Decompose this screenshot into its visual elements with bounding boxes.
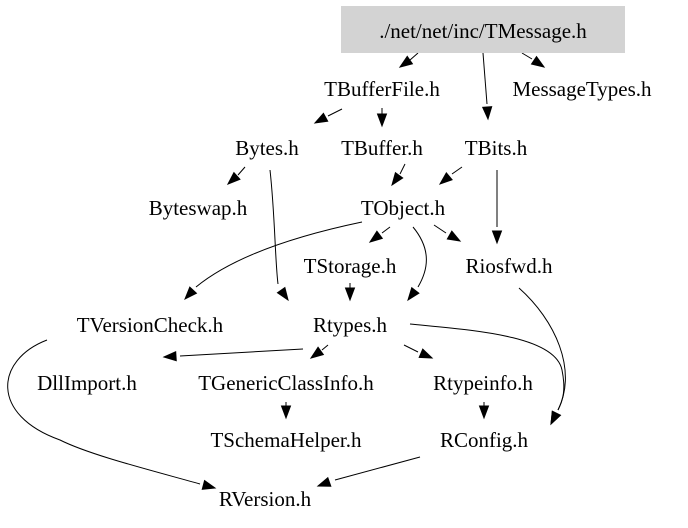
edge-line [269,169,279,285]
node-messagetypes[interactable]: MessageTypes.h [512,77,652,101]
edge-tversioncheck-to-rversion [7,339,217,490]
edge-arrowhead [446,230,462,242]
edge-arrowhead [201,479,217,490]
edge-line [409,323,565,411]
node-bytes[interactable]: Bytes.h [235,136,299,160]
edge-arrowhead [491,230,503,245]
edge-tbits-to-riosfwd [491,170,503,245]
node-byteswap[interactable]: Byteswap.h [149,196,248,220]
node-rconfig[interactable]: RConfig.h [440,428,529,452]
edge-arrowhead [184,286,198,301]
edge-line [381,226,391,234]
edge-rtypeinfo-to-rconfig [478,402,490,420]
edges-layer [7,52,566,490]
edge-tobject-to-tversioncheck [184,221,363,301]
edge-arrowhead [309,346,325,359]
edge-tmessage-to-tbufferfile [398,52,419,68]
edge-arrowhead [226,171,241,185]
edge-line [451,166,463,175]
edge-rtypes-to-rtypeinfo [403,344,434,359]
edge-line [237,166,246,176]
edge-line [7,339,201,485]
edge-line [179,348,304,357]
edge-line [195,221,363,288]
edge-rtypes-to-tgenericclassinfo [309,344,329,359]
edge-arrowhead [162,351,177,362]
edge-arrowhead [376,113,388,128]
edge-line [433,224,447,234]
edge-line [521,52,533,60]
node-tversioncheck[interactable]: TVersionCheck.h [77,313,224,337]
node-riosfwd[interactable]: Riosfwd.h [466,254,553,278]
edge-arrowhead [276,286,289,302]
node-tschemahelper[interactable]: TSchemaHelper.h [210,428,362,452]
edge-arrowhead [398,55,414,68]
edge-tobject-to-riosfwd [433,224,462,242]
edge-tgenericclassinfo-to-tschemahelper [280,402,292,420]
edge-arrowhead [344,287,356,302]
edge-tbuffer-to-tobject [391,163,406,187]
edge-bytes-to-rtypes [269,169,289,302]
node-tbits[interactable]: TBits.h [465,136,528,160]
edge-arrowhead [368,230,384,243]
edge-tbits-to-tobject [438,166,463,185]
edge-tmessage-to-tbits [481,52,493,121]
edge-arrowhead [530,55,546,68]
edge-line [412,226,427,288]
edge-line [321,344,329,351]
edge-bytes-to-byteswap [226,166,246,185]
edge-arrowhead [438,171,453,185]
edge-rtypes-to-dllimport [162,348,304,362]
node-tobject[interactable]: TObject.h [361,196,446,220]
edge-line [327,108,343,117]
node-tmessage[interactable]: ./net/net/inc/TMessage.h [379,19,587,43]
node-tstorage[interactable]: TStorage.h [304,254,397,278]
edge-riosfwd-to-rconfig [518,287,566,426]
edge-tbufferfile-to-tbuffer [376,108,388,128]
edge-arrowhead [391,171,404,187]
edge-tobject-to-rtypes [407,226,427,302]
root-node-box [341,6,625,53]
edge-tobject-to-tstorage [368,226,391,243]
edge-rconfig-to-rversion [316,456,421,487]
node-rtypes[interactable]: Rtypes.h [313,313,388,337]
edge-tmessage-to-messagetypes [521,52,546,68]
node-tbufferfile[interactable]: TBufferFile.h [324,77,440,101]
edge-line [482,52,488,105]
node-tbuffer[interactable]: TBuffer.h [341,136,423,160]
edge-line [399,163,406,175]
edge-tbufferfile-to-bytes [313,108,343,124]
edge-arrowhead [316,476,332,487]
edge-arrowhead [481,106,493,121]
node-rtypeinfo[interactable]: Rtypeinfo.h [433,371,533,395]
edge-line [334,456,421,481]
edge-arrowhead [550,410,562,426]
edge-line [409,52,419,61]
nodes-layer: ./net/net/inc/TMessage.h TBufferFile.h M… [37,6,652,511]
node-rversion[interactable]: RVersion.h [219,487,312,511]
node-dllimport[interactable]: DllImport.h [37,371,137,395]
edge-tstorage-to-rtypes [344,283,356,302]
edge-arrowhead [280,405,292,420]
edge-arrowhead [407,286,420,302]
edge-arrowhead [478,405,490,420]
edge-rtypes-to-rconfig [409,323,565,426]
edge-arrowhead [418,348,434,359]
edge-line [403,344,419,353]
node-tgenericclassinfo[interactable]: TGenericClassInfo.h [198,371,374,395]
edge-arrowhead [313,112,329,124]
